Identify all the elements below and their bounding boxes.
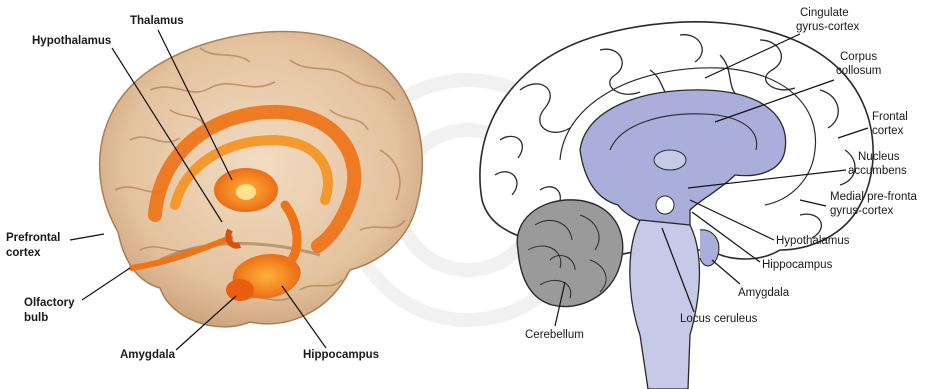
brainstem bbox=[630, 220, 700, 389]
label-medial-cortex: gyrus-cortex bbox=[830, 205, 894, 217]
label-amygdala-left: Amygdala bbox=[120, 349, 176, 361]
label-cingulate: Cingulate bbox=[800, 7, 849, 19]
label-cerebellum: Cerebellum bbox=[525, 329, 584, 341]
label-thalamus: Thalamus bbox=[130, 15, 184, 27]
label-frontal: Frontal bbox=[872, 111, 908, 123]
label-locus-ceruleus: Locus ceruleus bbox=[680, 313, 758, 325]
label-amygdala-right: Amygdala bbox=[738, 287, 790, 299]
label-nucleus-accumbens: accumbens bbox=[848, 165, 907, 177]
label-frontal-cortex: cortex bbox=[872, 125, 904, 137]
amygdala-body bbox=[226, 279, 254, 301]
label-nucleus: Nucleus bbox=[858, 151, 900, 163]
cerebellum bbox=[517, 200, 623, 307]
label-hippocampus-right: Hippocampus bbox=[762, 259, 833, 271]
label-hypothalamus-right: Hypothalamus bbox=[776, 235, 850, 247]
label-hypothalamus: Hypothalamus bbox=[32, 35, 111, 47]
label-olfactory-bulb: bulb bbox=[24, 312, 48, 324]
label-prefrontal-cortex: cortex bbox=[6, 247, 41, 259]
label-olfactory: Olfactory bbox=[24, 297, 75, 309]
label-prefrontal: Prefrontal bbox=[6, 232, 60, 244]
label-hippocampus-left: Hippocampus bbox=[303, 349, 379, 361]
label-cingulate-cortex: gyrus-cortex bbox=[796, 21, 860, 33]
label-corpus: Corpus bbox=[840, 51, 877, 63]
label-medial: Medial pre-fronta bbox=[830, 191, 918, 203]
label-corpus-collosum: collosum bbox=[836, 65, 881, 77]
